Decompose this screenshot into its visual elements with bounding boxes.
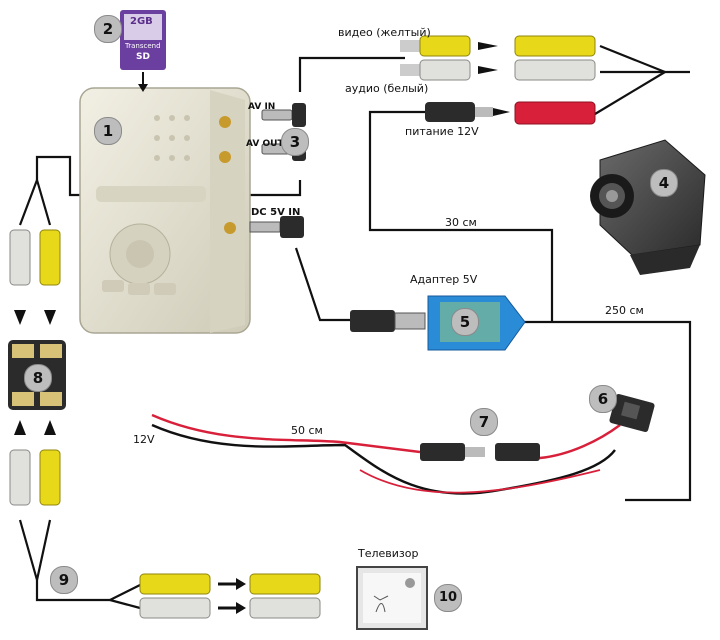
cable-power-12v xyxy=(368,110,554,322)
video-recorder xyxy=(79,87,251,334)
label-dc-in: DC 5V IN xyxy=(251,207,301,218)
camera xyxy=(590,139,706,275)
switch xyxy=(609,394,655,432)
badge-5: 5 xyxy=(451,308,479,336)
label-30cm: 30 см xyxy=(445,216,477,229)
badge-1: 1 xyxy=(94,117,122,145)
rca-tv xyxy=(139,573,321,619)
label-av-in: AV IN xyxy=(248,102,276,112)
rca-left xyxy=(9,229,61,506)
dc-plug xyxy=(249,216,304,238)
cable-250 xyxy=(518,320,692,502)
cable-video-camera xyxy=(599,44,666,74)
sd-label-brand: Transcend xyxy=(125,42,161,50)
cable-dc-in xyxy=(294,247,352,322)
badge-6: 6 xyxy=(589,385,617,413)
cable-av-out xyxy=(35,155,302,197)
label-12v: 12V xyxy=(133,433,155,446)
badge-8: 8 xyxy=(24,364,52,392)
cable-power-camera xyxy=(594,71,666,115)
dc-connector xyxy=(420,443,540,461)
tv xyxy=(356,566,428,630)
power-wires xyxy=(151,413,621,495)
cable-av-to-camera xyxy=(298,56,405,92)
badge-9: 9 xyxy=(50,566,78,594)
sd-card xyxy=(120,10,166,70)
rca-top xyxy=(400,35,596,125)
cable-left-split xyxy=(18,179,52,226)
sd-arrow-head xyxy=(138,84,148,92)
label-audio: аудио (белый) xyxy=(345,82,429,95)
sd-label-capacity: 2GB xyxy=(130,16,153,27)
cable-bottom-left xyxy=(18,519,110,602)
usb-adapter xyxy=(350,295,526,351)
cable-tv-split xyxy=(109,584,141,610)
label-av-out: AV OUT xyxy=(246,139,284,149)
label-250cm: 250 см xyxy=(605,304,644,317)
badge-2: 2 xyxy=(94,15,122,43)
sd-label-sd: SD xyxy=(136,52,150,62)
badge-7: 7 xyxy=(470,408,498,436)
label-adapter: Адаптер 5V xyxy=(410,273,478,286)
label-power: питание 12V xyxy=(405,125,479,138)
badge-3: 3 xyxy=(281,128,309,156)
label-tv: Телевизор xyxy=(358,547,419,560)
cables xyxy=(18,44,692,610)
badge-4: 4 xyxy=(650,169,678,197)
badge-10: 10 xyxy=(434,584,462,612)
label-50cm: 50 см xyxy=(291,424,323,437)
label-video: видео (желтый) xyxy=(338,26,431,39)
